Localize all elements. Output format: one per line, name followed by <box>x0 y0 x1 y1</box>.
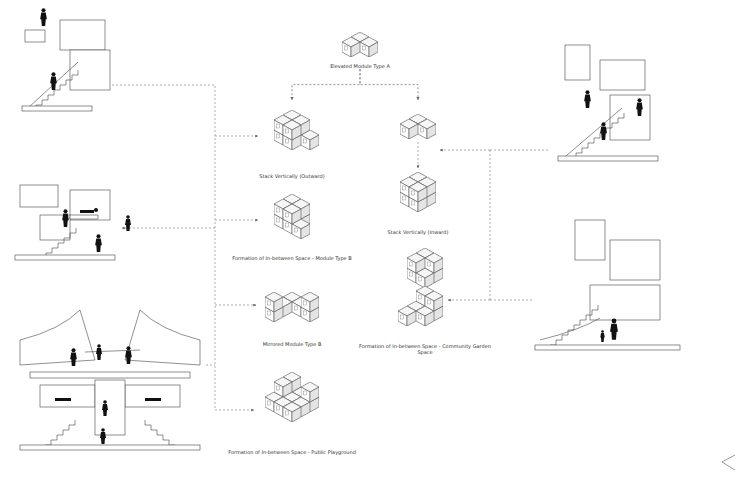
module-node: Formation of In-between Space - Public P… <box>222 364 362 455</box>
stack-arrow <box>418 142 419 168</box>
section-sketch <box>535 220 680 350</box>
module-node: Stack Vertically (Outward) <box>222 100 362 179</box>
corner-mark <box>722 455 735 470</box>
module-cluster <box>265 372 319 422</box>
module-node: Stack Vertically (Inward) <box>348 100 488 235</box>
section-sketch <box>558 45 658 161</box>
section-sketch <box>15 185 115 260</box>
section-sketch <box>22 20 110 111</box>
module-caption: Formation of In-between Space - Communit… <box>350 342 500 356</box>
flow-connector <box>360 69 418 100</box>
module-cluster <box>400 172 436 212</box>
flow-connector <box>292 69 360 100</box>
module-cluster <box>342 32 378 57</box>
module-node: Formation of In-between Space - Communit… <box>350 238 500 356</box>
module-node: Mirrored Module Type B <box>222 272 362 347</box>
module-cluster <box>407 248 443 288</box>
module-caption: Elevated Module Type A <box>290 62 430 69</box>
module-caption: Formation of In-between Space - Public P… <box>222 448 362 455</box>
module-cluster <box>274 110 319 150</box>
reclining-figure <box>80 208 98 213</box>
reclining-figure <box>55 398 161 401</box>
module-cluster <box>400 114 436 139</box>
module-cluster <box>274 194 310 239</box>
section-sketch <box>20 310 200 450</box>
module-node: Formation of In-between Space - Module T… <box>222 184 362 261</box>
module-caption: Stack Vertically (Inward) <box>348 228 488 235</box>
module-caption: Stack Vertically (Outward) <box>222 172 362 179</box>
module-node: Elevated Module Type A <box>290 28 430 69</box>
module-caption: Mirrored Module Type B <box>222 340 362 347</box>
module-caption: Formation of In-between Space - Module T… <box>222 254 362 261</box>
module-cluster <box>398 286 443 326</box>
module-cluster <box>265 292 319 322</box>
leader-lines <box>112 85 548 410</box>
